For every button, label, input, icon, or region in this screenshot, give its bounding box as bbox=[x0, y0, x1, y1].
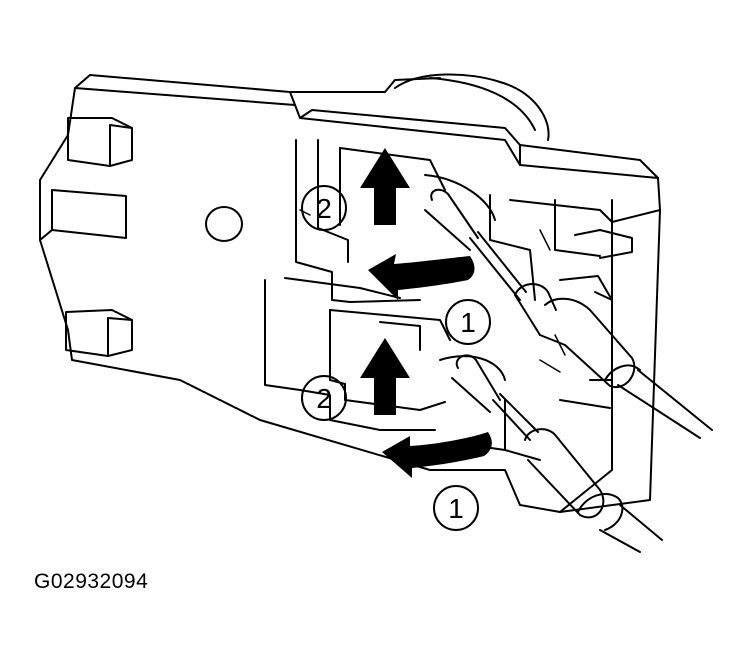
upper-release-tool bbox=[424, 188, 713, 439]
callout-1-upper bbox=[445, 299, 491, 345]
callout-2-lower bbox=[301, 375, 347, 421]
figure-id-label: G02932094 bbox=[34, 570, 149, 593]
connector-housing bbox=[39, 73, 661, 513]
callout-2-upper bbox=[301, 185, 347, 231]
lower-rotate-arrow bbox=[382, 432, 492, 478]
lower-push-up-arrow bbox=[360, 338, 410, 415]
upper-push-up-arrow bbox=[360, 148, 410, 225]
shading-lines bbox=[299, 209, 566, 373]
callout-label: 1 bbox=[460, 307, 476, 338]
callout-label: 2 bbox=[316, 193, 332, 224]
lower-release-tool bbox=[451, 354, 663, 553]
callout-1-lower bbox=[433, 485, 479, 531]
upper-rotate-arrow bbox=[368, 254, 475, 300]
callout-label: 2 bbox=[316, 383, 332, 414]
callout-label: 1 bbox=[448, 493, 464, 524]
